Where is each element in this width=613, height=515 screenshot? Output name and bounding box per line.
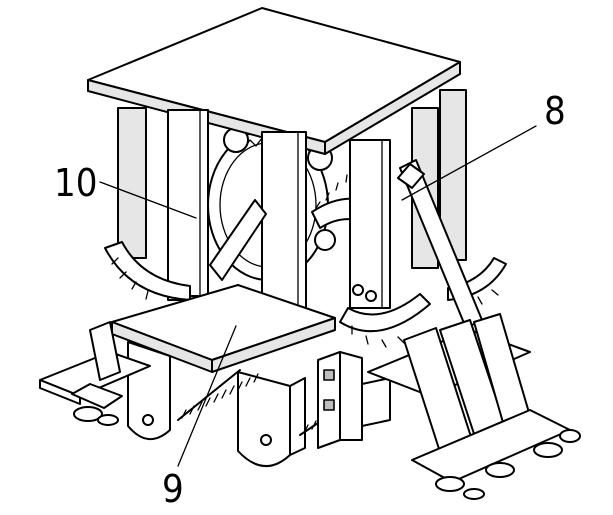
callout-10: 10 xyxy=(54,161,98,205)
right-skid-rail xyxy=(367,313,581,500)
left-skid-rail xyxy=(39,321,151,426)
callout-8: 8 xyxy=(544,89,566,133)
front-columns xyxy=(167,109,391,331)
lower-deck xyxy=(111,284,336,373)
leader-lines xyxy=(99,125,537,467)
rear-posts xyxy=(117,89,467,269)
gear-box xyxy=(317,351,391,449)
callout-9: 9 xyxy=(162,467,184,511)
